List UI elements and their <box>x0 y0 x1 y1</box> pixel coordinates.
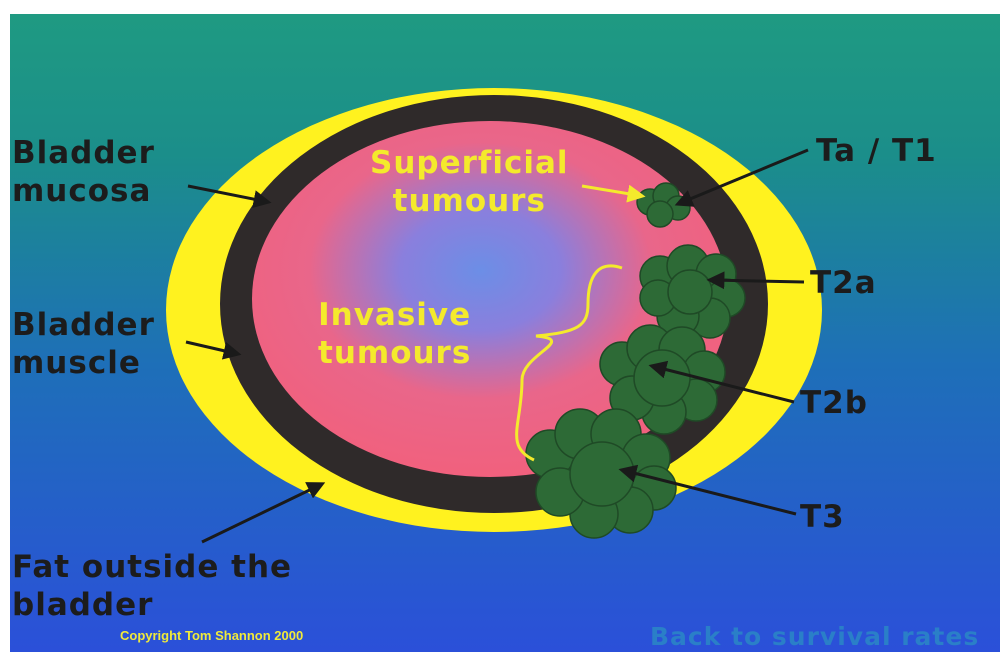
label-t2b: T2b <box>800 384 868 422</box>
label-t2a: T2a <box>810 264 877 302</box>
label-bladder-muscle: Bladder muscle <box>12 306 155 382</box>
copyright-text: Copyright Tom Shannon 2000 <box>120 628 303 643</box>
back-to-survival-rates-link[interactable]: Back to survival rates <box>650 622 979 651</box>
label-invasive-tumours: Invasive tumours <box>318 296 471 372</box>
label-t3: T3 <box>800 498 845 536</box>
bladder-staging-diagram: Bladder mucosa Bladder muscle Fat outsid… <box>10 14 1000 652</box>
t2a-leader <box>710 280 804 282</box>
label-ta-t1: Ta / T1 <box>816 132 937 170</box>
fat-leader <box>202 484 322 542</box>
label-fat-outside-bladder: Fat outside the bladder <box>12 548 292 624</box>
label-bladder-mucosa: Bladder mucosa <box>12 134 155 210</box>
label-superficial-tumours: Superficial tumours <box>370 144 569 220</box>
